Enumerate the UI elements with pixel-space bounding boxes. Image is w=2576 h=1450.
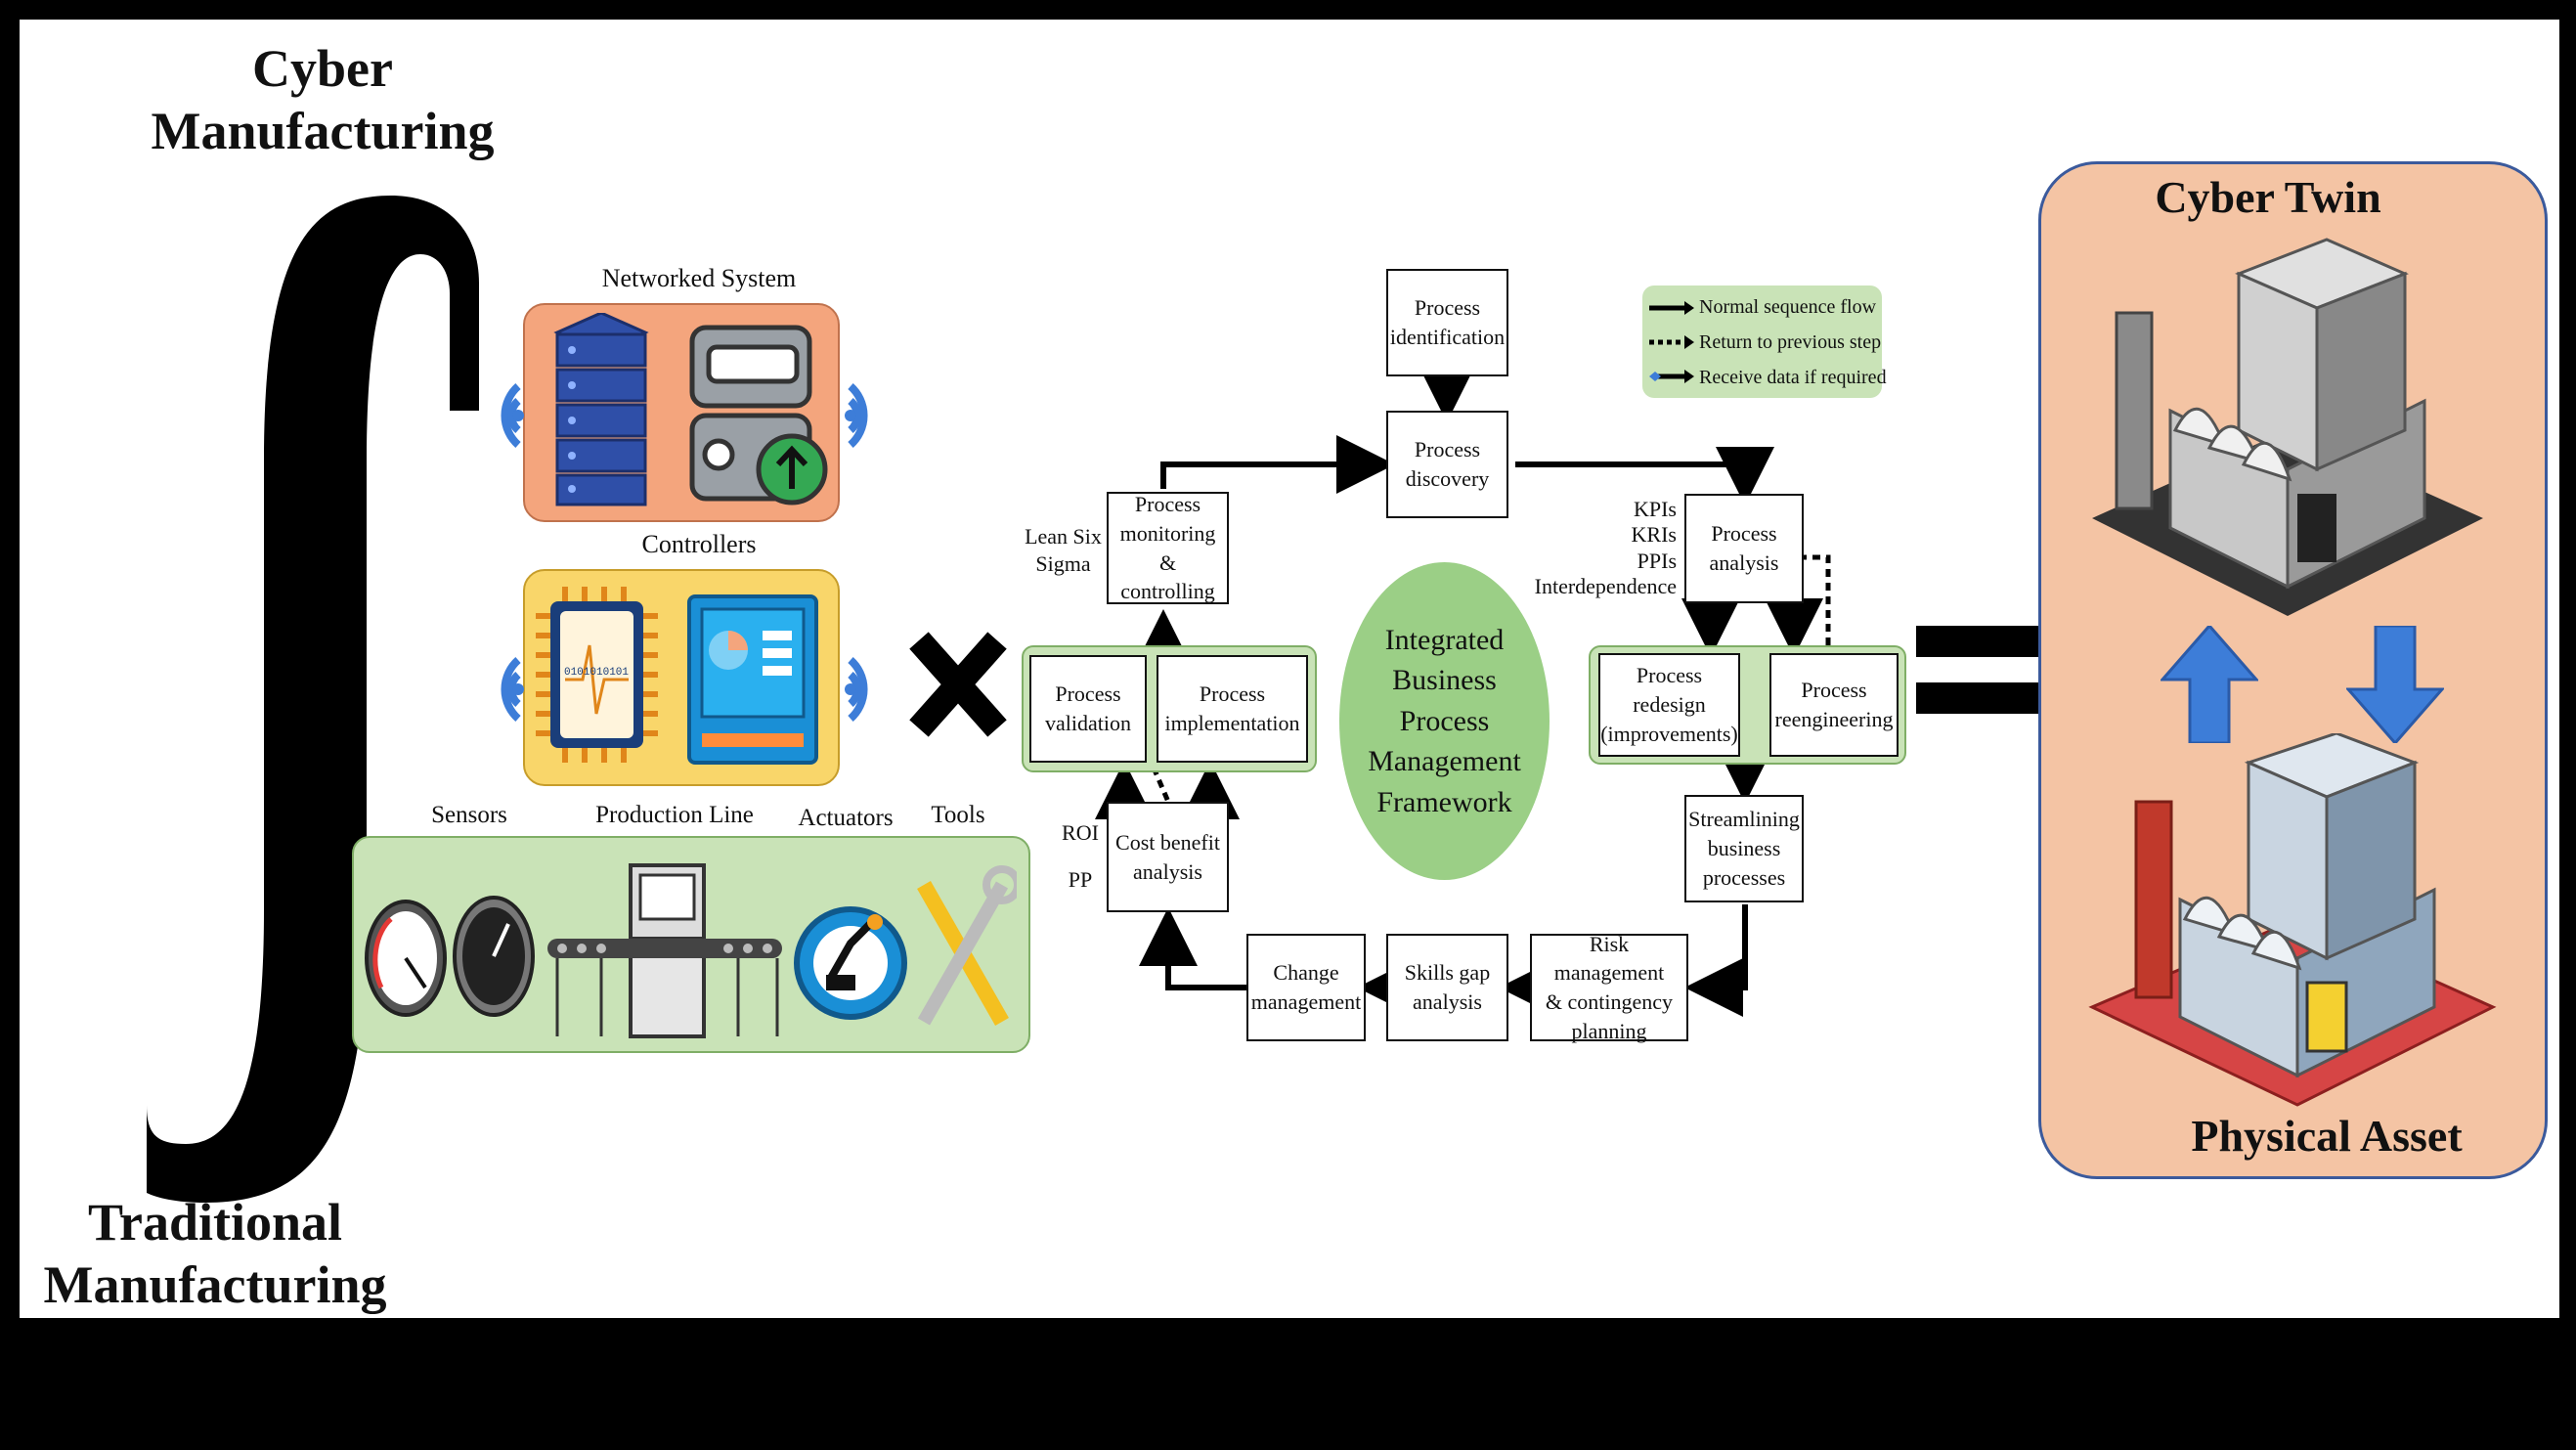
- box-skills-gap: Skills gap analysis: [1386, 934, 1508, 1041]
- legend-arrows: [1649, 301, 1694, 383]
- gauge-icon: [365, 900, 447, 1017]
- networked-system-label: Networked System: [601, 264, 797, 292]
- box-process-redesign: Process redesign (improvements): [1598, 653, 1740, 757]
- multiply-icon: [909, 632, 1007, 737]
- production-line-label: Production Line: [595, 802, 754, 828]
- box-risk-management: Risk management & contingency planning: [1530, 932, 1688, 1043]
- wifi-left-icon: [501, 383, 524, 448]
- wifi-right-icon-2: [845, 657, 868, 722]
- box-process-reengineering: Process reengineering: [1769, 653, 1899, 757]
- legend-receive: Receive data if required: [1699, 367, 1887, 388]
- box-process-discovery: Process discovery: [1386, 411, 1508, 518]
- traditional-manufacturing-title: Traditional Manufacturing: [43, 1193, 387, 1314]
- server-rack-icon: [553, 313, 649, 506]
- wrench-screwdriver-icon: [917, 865, 1017, 1026]
- box-change-management: Change management: [1246, 934, 1366, 1041]
- framework-center-text: Integrated Business Process Management F…: [1368, 624, 1521, 818]
- legend-panel: [1642, 286, 1882, 398]
- box-process-validation: Process validation: [1029, 655, 1147, 763]
- lean-six-sigma-label: Lean Six Sigma: [1025, 524, 1102, 576]
- box-cost-benefit: Cost benefit analysis: [1107, 802, 1229, 912]
- conveyor-belt-icon: [547, 863, 782, 1038]
- control-panel-icon: [687, 594, 818, 765]
- roi-pp-label: ROI PP: [1062, 820, 1099, 893]
- box-streamlining: Streamlining business processes: [1684, 795, 1804, 902]
- box-process-identification: Process identification: [1386, 269, 1508, 376]
- cyber-twin-title: Cyber Twin: [2155, 172, 2381, 222]
- framework-center-ellipse: Integrated Business Process Management F…: [1339, 562, 1550, 880]
- speedometer-icon: [453, 896, 535, 1017]
- cyber-twin-factory-icon: [2092, 238, 2483, 616]
- chip-binary-text: 0101010101: [564, 667, 629, 679]
- integral-symbol: [147, 196, 479, 1203]
- wifi-left-icon-2: [501, 657, 524, 722]
- actuators-label: Actuators: [798, 805, 894, 831]
- box-process-analysis: Process analysis: [1684, 494, 1804, 603]
- robot-gear-icon: [794, 906, 907, 1020]
- legend-normal: Normal sequence flow: [1699, 296, 1877, 318]
- box-process-monitoring: Process monitoring & controlling: [1107, 492, 1229, 604]
- box-process-implementation: Process implementation: [1157, 655, 1308, 763]
- wifi-right-icon: [845, 383, 868, 448]
- equals-icon: [1916, 626, 2038, 714]
- legend-return: Return to previous step: [1699, 331, 1882, 353]
- tools-label: Tools: [931, 802, 985, 828]
- controllers-label: Controllers: [641, 530, 757, 558]
- kpis-label: KPIs KRIs PPIs Interdependence: [1534, 497, 1677, 599]
- network-device-icon: [689, 325, 828, 505]
- arrow-up-icon: [2161, 626, 2258, 743]
- arrow-down-icon: [2346, 626, 2444, 743]
- sensors-label: Sensors: [431, 802, 507, 828]
- physical-asset-title: Physical Asset: [2191, 1111, 2463, 1161]
- diagram-canvas: Cyber Manufacturing Traditional Manufact…: [20, 20, 2559, 1318]
- microchip-icon: 0101010101: [536, 587, 658, 763]
- cyber-manufacturing-title: Cyber Manufacturing: [151, 39, 495, 160]
- physical-asset-factory-icon: [2088, 733, 2497, 1107]
